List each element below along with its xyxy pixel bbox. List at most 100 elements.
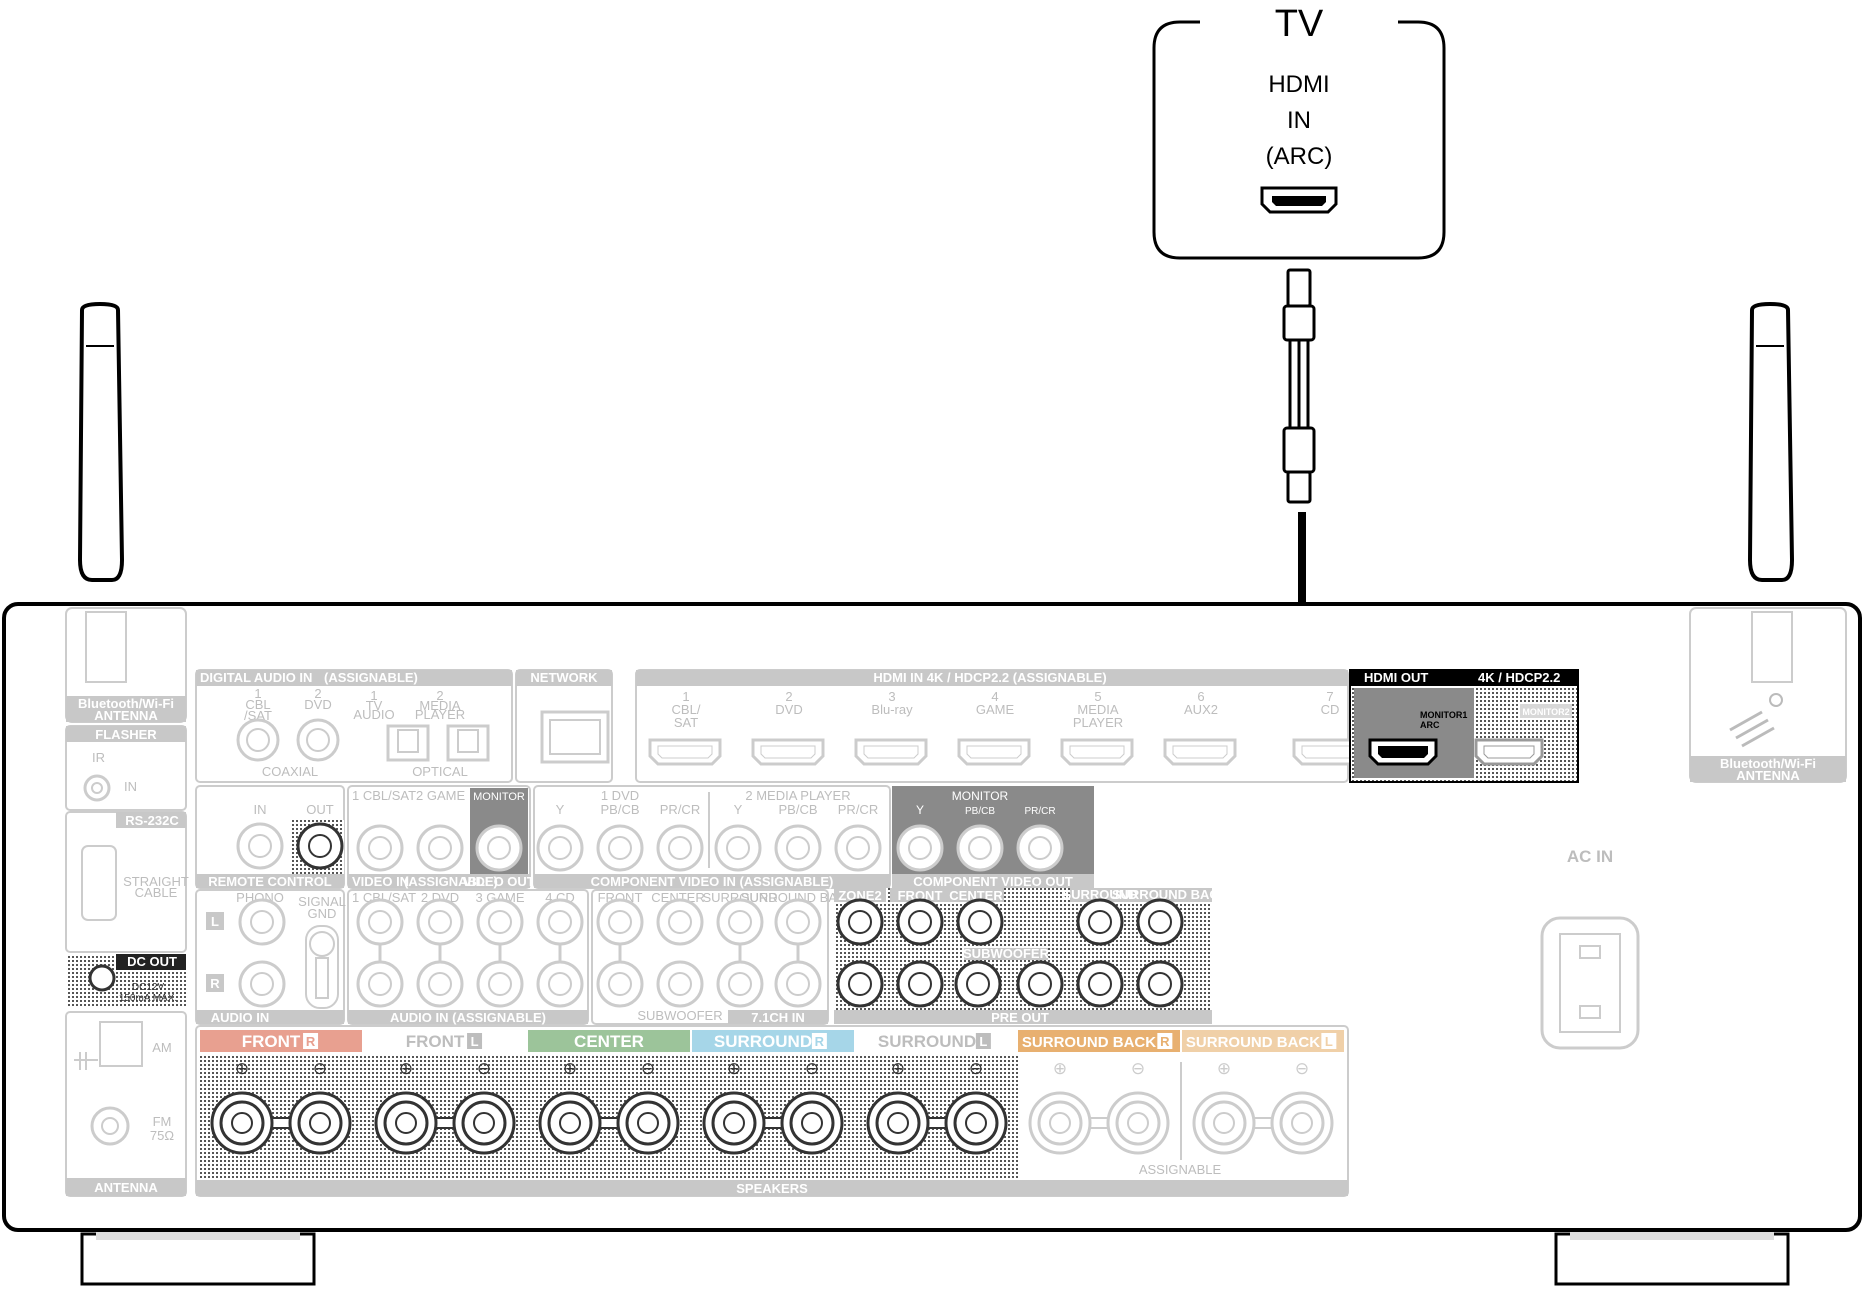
ch71-center-label: CENTER [651, 890, 704, 905]
zone2-label: ZONE2 [838, 888, 881, 903]
video-section: 1 CBL/SAT 2 GAME MONITOR VIDEO IN (ASSIG… [347, 785, 535, 889]
flasher-label: FLASHER [95, 727, 157, 742]
hdmi-input-ports: 1CBL/SAT2DVD3Blu-ray4GAME5MEDIAPLAYER6AU… [648, 689, 1366, 766]
tv-port-label-3: (ARC) [1266, 143, 1333, 170]
hdmi-in-num: 2 [785, 689, 792, 704]
dc-spec-2: 150mA MAX. [119, 993, 177, 1004]
video-in-assign: (ASSIGNABLE) [404, 874, 498, 889]
ch71-front-label: FRONT [598, 890, 643, 905]
ch71-jack [774, 960, 822, 1008]
tv-hdmi-port-icon [1260, 186, 1338, 214]
rc-in-label: IN [254, 802, 267, 817]
phono-l-label: L [211, 914, 219, 929]
plus-icon: ⊕ [235, 1059, 249, 1078]
ch71-jack [596, 898, 644, 946]
video-in-1-label: 1 CBL/SAT [352, 788, 416, 803]
component-out-label: COMPONENT VIDEO OUT [913, 874, 1073, 889]
minus-icon: ⊖ [313, 1059, 327, 1078]
fm-label: FM [153, 1114, 172, 1129]
component-in-jack [656, 824, 704, 872]
component-in-channel-label: PR/CR [838, 802, 878, 817]
pre-out-jacks [836, 898, 1184, 1008]
pre-out-jack [1016, 960, 1064, 1008]
antenna-right-label: Bluetooth/Wi-Fi [1720, 756, 1816, 771]
video-in-2-label: 2 GAME [416, 788, 465, 803]
monitor2-label: MONITOR2 [1522, 707, 1569, 717]
tv-title: TV [1275, 3, 1324, 45]
ch71-jack [774, 898, 822, 946]
antenna-left-label: Bluetooth/Wi-Fi [78, 696, 174, 711]
ain-1-label: 1 CBL/SAT [352, 890, 416, 905]
pre-out-jack [896, 960, 944, 1008]
opt1-num: 1 [370, 688, 377, 703]
binding-post [866, 1091, 930, 1155]
audio-in-assignable-label: AUDIO IN (ASSIGNABLE) [390, 1010, 546, 1025]
rs232c-label: RS-232C [125, 813, 179, 828]
speaker-channel-label: SURROUND [714, 1032, 812, 1051]
hdmi-in-name: Blu-ray [871, 702, 913, 717]
binding-post [452, 1091, 516, 1155]
speaker-side-tag: R [306, 1034, 316, 1049]
coaxial-label: COAXIAL [262, 764, 318, 779]
phono-section: PHONO SIGNAL GND L R AUDIO IN [195, 889, 346, 1025]
binding-post [1106, 1091, 1170, 1155]
pre-out-jack [836, 960, 884, 1008]
dc-spec-1: DC12V [132, 982, 165, 993]
audio-in-phono-label: AUDIO IN [211, 1010, 270, 1025]
pre-out-jack [896, 898, 944, 946]
minus-icon: ⊖ [641, 1059, 655, 1078]
digital-audio-assignable: (ASSIGNABLE) [324, 670, 418, 685]
audio-in-r-jack [416, 960, 464, 1008]
speaker-terminal-3: CENTER⊕⊖ [528, 1030, 690, 1178]
minus-icon: ⊖ [1295, 1059, 1309, 1078]
remote-control-section: IN OUT REMOTE CONTROL [195, 785, 345, 889]
hdmi-out-section: HDMI OUT 4K / HDCP2.2 MONITOR1 ARC MONIT… [1349, 669, 1579, 783]
component-out-channel-label: PR/CR [1024, 806, 1055, 817]
ch71-jack [596, 960, 644, 1008]
speaker-side-tag: R [1160, 1034, 1170, 1049]
speaker-side-tag: L [471, 1034, 479, 1049]
comp-out-monitor-label: MONITOR [952, 789, 1009, 803]
pre-front-label: FRONT [898, 888, 943, 903]
audio-in-l-jack [416, 898, 464, 946]
speaker-channel-label: SURROUND BACK [1186, 1034, 1320, 1051]
binding-post [1270, 1091, 1334, 1155]
speaker-channel-label: SURROUND [878, 1032, 976, 1051]
speaker-channel-label: FRONT [242, 1032, 301, 1051]
opt1-name2: AUDIO [353, 707, 394, 722]
hdmi-in-name: CBL/ [672, 702, 701, 717]
plus-icon: ⊕ [727, 1059, 741, 1078]
opt2-name: MEDIA [419, 698, 461, 713]
flasher-section: FLASHER IR IN [65, 725, 187, 811]
component-in-channel-label: PB/CB [778, 802, 817, 817]
binding-post [538, 1091, 602, 1155]
binding-post [1028, 1091, 1092, 1155]
audio-in-r-jack [536, 960, 584, 1008]
antenna-label: ANTENNA [94, 1180, 158, 1195]
opt2-name2: PLAYER [415, 707, 465, 722]
component-in-jack [596, 824, 644, 872]
ch71-jack [656, 898, 704, 946]
speaker-terminal-1: FRONT R ⊕ ⊖ [200, 1030, 362, 1178]
signal-gnd-label-1: SIGNAL [298, 894, 346, 909]
component-out-channel-label: Y [916, 803, 924, 817]
binding-post [1192, 1091, 1256, 1155]
signal-gnd-terminal [305, 925, 339, 1009]
minus-icon: ⊖ [477, 1059, 491, 1078]
component-in-jack [536, 824, 584, 872]
digital-audio-in-section: DIGITAL AUDIO IN (ASSIGNABLE) 1 CBL /SAT… [195, 669, 513, 783]
speaker-channel-label: SURROUND BACK [1022, 1034, 1156, 1051]
dc-out-jack [88, 964, 116, 992]
hdmi-in-name: MEDIA [1077, 702, 1119, 717]
tv-port-label-1: HDMI [1268, 71, 1329, 98]
ch71-jack [716, 960, 764, 1008]
network-section: NETWORK [515, 669, 613, 783]
